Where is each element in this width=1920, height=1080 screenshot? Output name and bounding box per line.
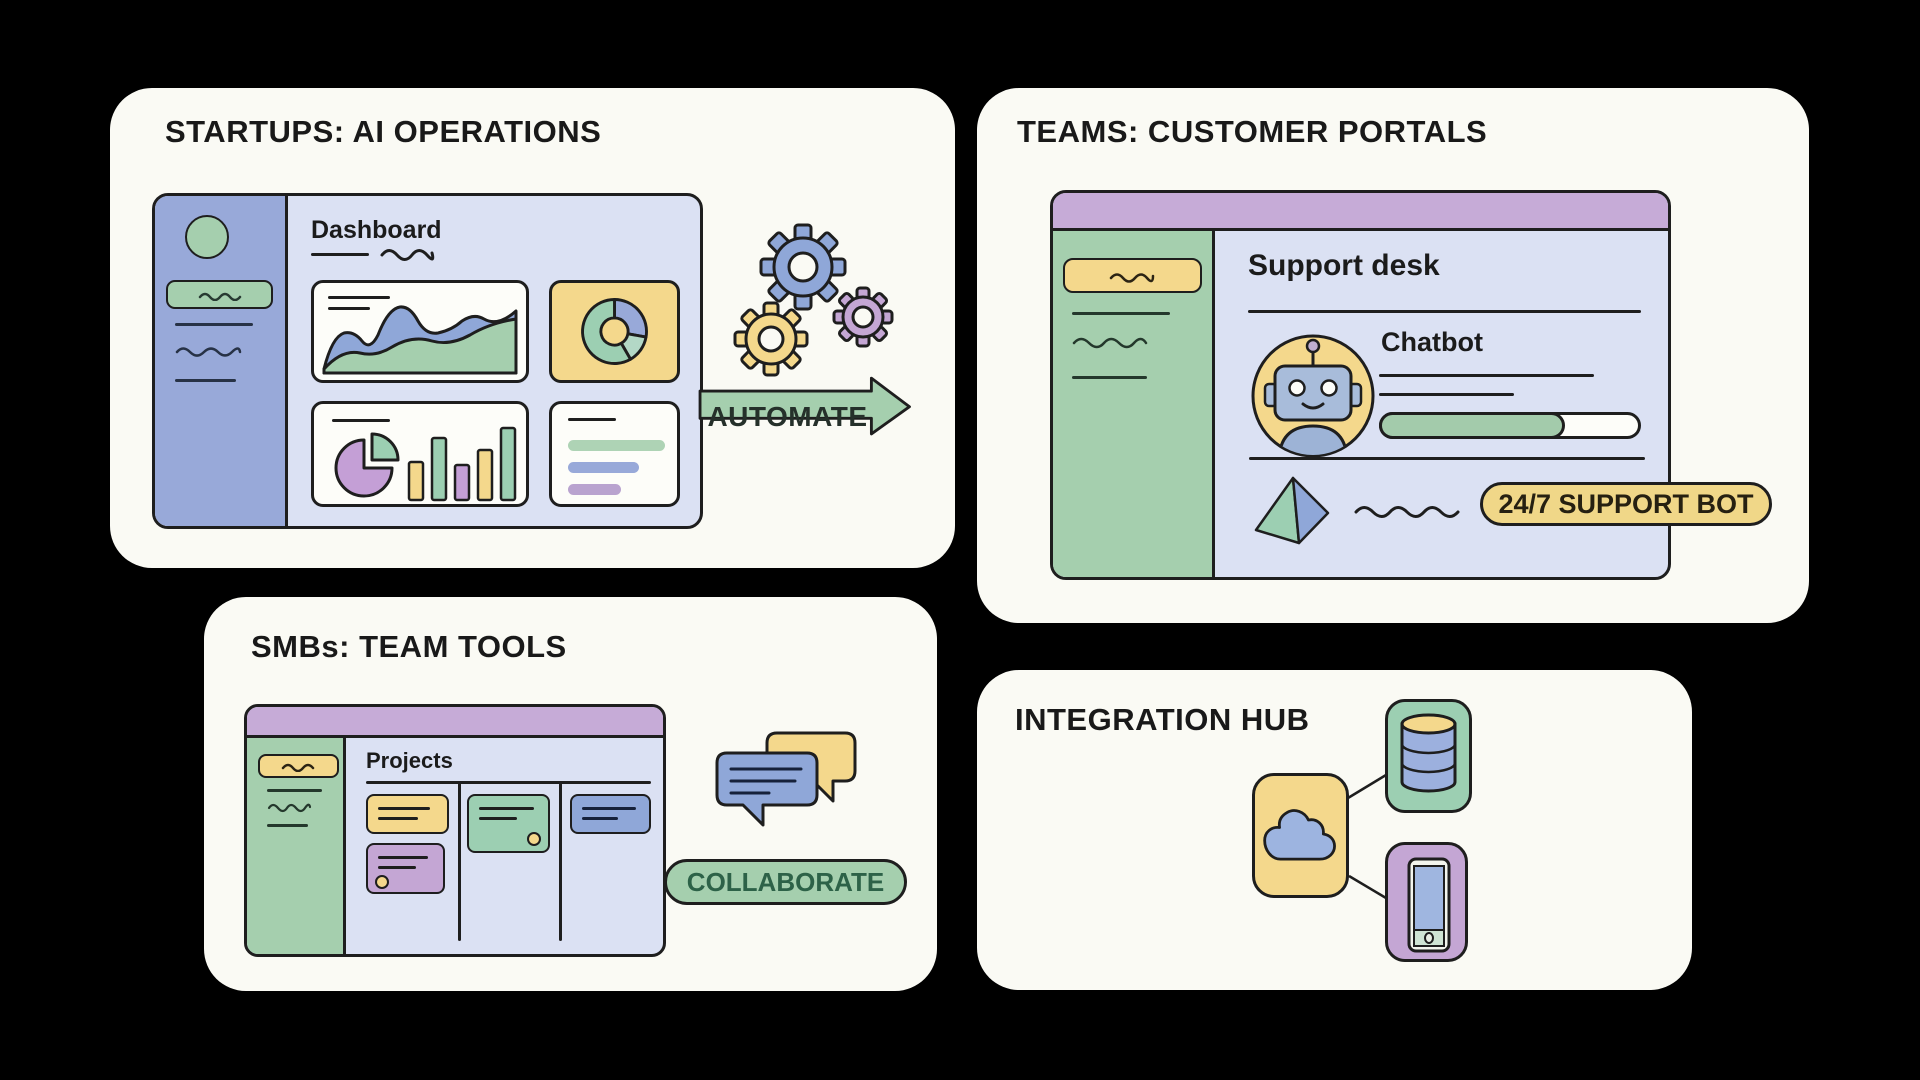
- dashboard-sidebar: [155, 196, 288, 526]
- pyramid-icon: [1254, 476, 1330, 545]
- assignee-dot: [375, 875, 389, 889]
- squiggle-line: [175, 347, 242, 357]
- gear-blue-icon: [759, 223, 847, 311]
- pie-bar-panel: [311, 401, 529, 507]
- placeholder-line: [378, 817, 418, 820]
- card-title: STARTUPS: AI OPERATIONS: [165, 114, 602, 149]
- sidebar-nav-pill[interactable]: [258, 754, 339, 778]
- avatar: [185, 215, 229, 259]
- placeholder-line: [378, 866, 416, 869]
- placeholder-line: [1379, 374, 1594, 377]
- card-smbs-team-tools: SMBs: TEAM TOOLS Projects: [204, 597, 937, 991]
- squiggle-line: [281, 763, 314, 772]
- window-titlebar: [1053, 193, 1668, 231]
- chat-bubbles-icon: [715, 731, 857, 827]
- list-panel: [549, 401, 680, 507]
- placeholder-line: [1072, 312, 1170, 315]
- chatbot-label: Chatbot: [1381, 327, 1483, 357]
- cloud-node: [1252, 773, 1349, 898]
- connector-lines: [1347, 773, 1387, 900]
- placeholder-line: [479, 817, 517, 820]
- portal-sidebar: [1053, 231, 1215, 577]
- squiggle-line: [1354, 506, 1460, 518]
- dashboard-heading: Dashboard: [311, 216, 442, 244]
- bar-chart-icon: [407, 426, 517, 502]
- placeholder-line: [1072, 376, 1147, 379]
- card-title: INTEGRATION HUB: [1015, 702, 1310, 737]
- placeholder-line: [267, 789, 322, 792]
- placeholder-line: [568, 418, 616, 421]
- badge-label: COLLABORATE: [686, 866, 885, 897]
- placeholder-line: [582, 807, 636, 810]
- automate-arrow-icon: [698, 376, 911, 436]
- smartphone-icon: [1407, 857, 1451, 953]
- placeholder-line: [378, 856, 428, 859]
- squiggle-line: [198, 292, 241, 301]
- list-bar-blue: [568, 462, 639, 473]
- support-bot-badge: 24/7 SUPPORT BOT: [1480, 482, 1772, 526]
- placeholder-line: [328, 296, 390, 299]
- squiggle-line: [1109, 272, 1154, 283]
- card-startups-ai-operations: STARTUPS: AI OPERATIONS Dashboard: [110, 88, 955, 568]
- pie-chart-icon: [334, 432, 400, 498]
- column-divider: [559, 783, 562, 941]
- mobile-node: [1385, 842, 1468, 962]
- squiggle-line: [267, 803, 312, 813]
- list-bar-purple: [568, 484, 621, 495]
- column-divider: [458, 783, 461, 941]
- window-titlebar: [247, 707, 663, 738]
- placeholder-line: [479, 807, 534, 810]
- placeholder-line: [332, 419, 390, 422]
- dashboard-window: Dashboard: [152, 193, 703, 529]
- placeholder-line: [175, 379, 236, 382]
- squiggle-line: [1072, 337, 1148, 349]
- cloud-icon: [1263, 809, 1336, 861]
- task-card-green[interactable]: [467, 794, 550, 853]
- heading-underline: [311, 253, 369, 256]
- card-title: TEAMS: CUSTOMER PORTALS: [1017, 114, 1488, 149]
- board-label: Projects: [366, 748, 453, 773]
- progress-fill: [1379, 412, 1565, 439]
- placeholder-line: [582, 817, 618, 820]
- card-teams-customer-portals: TEAMS: CUSTOMER PORTALS Support desk: [977, 88, 1809, 623]
- gears-icon: [733, 223, 894, 377]
- badge-label: 24/7 SUPPORT BOT: [1498, 488, 1754, 519]
- card-title: SMBs: TEAM TOOLS: [251, 629, 567, 664]
- arrow-label: AUTOMATE: [707, 401, 868, 432]
- task-card-blue[interactable]: [570, 794, 651, 834]
- card-integration-hub: INTEGRATION HUB: [977, 670, 1692, 990]
- placeholder-line: [1379, 393, 1514, 396]
- placeholder-line: [175, 323, 253, 326]
- squiggle-line: [380, 249, 435, 261]
- database-node: [1385, 699, 1472, 813]
- donut-chart-panel: [549, 280, 680, 383]
- assignee-dot: [527, 832, 541, 846]
- collaborate-badge: COLLABORATE: [664, 859, 907, 905]
- task-card-purple[interactable]: [366, 843, 445, 894]
- gear-purple-icon: [832, 286, 894, 348]
- board-underline: [366, 781, 651, 784]
- area-chart-panel: [311, 280, 529, 383]
- gear-yellow-icon: [733, 301, 809, 377]
- progress-bar: [1379, 412, 1641, 439]
- area-chart-icon: [322, 305, 518, 375]
- robot-icon: [1251, 334, 1375, 458]
- projects-sidebar: [247, 738, 346, 954]
- donut-chart-icon: [581, 298, 648, 365]
- portal-heading: Support desk: [1248, 249, 1440, 282]
- placeholder-line: [267, 824, 308, 827]
- database-icon: [1400, 713, 1457, 793]
- list-bar-green: [568, 440, 665, 451]
- sidebar-nav-pill[interactable]: [1063, 258, 1202, 293]
- placeholder-line: [378, 807, 430, 810]
- sidebar-nav-pill[interactable]: [166, 280, 273, 309]
- heading-underline: [1248, 310, 1641, 313]
- section-divider: [1249, 457, 1645, 460]
- projects-window: Projects: [244, 704, 666, 957]
- placeholder-line: [328, 307, 370, 310]
- task-card-yellow[interactable]: [366, 794, 449, 834]
